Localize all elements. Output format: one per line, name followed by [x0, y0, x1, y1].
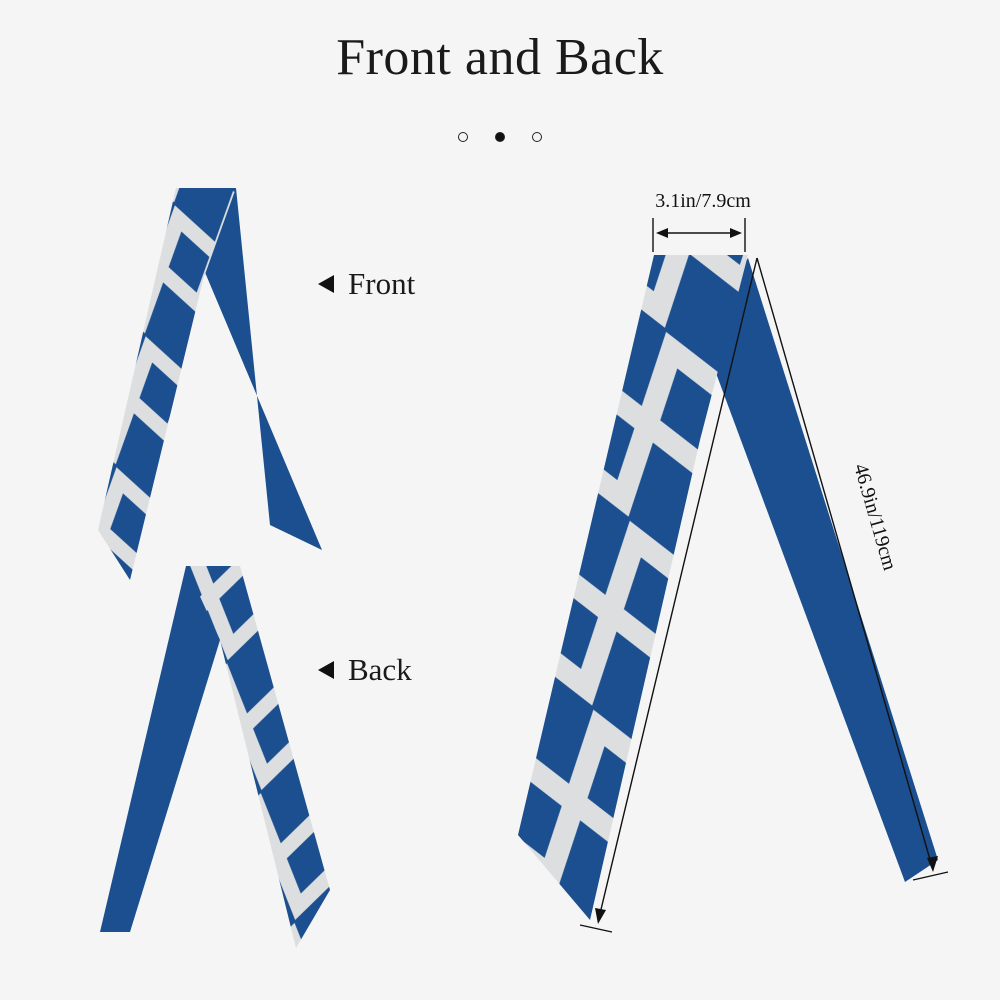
back-label-text: Back: [348, 652, 412, 687]
back-scarf: [100, 566, 330, 948]
large-scarf-front-strap: [518, 255, 748, 920]
back-label: Back: [318, 652, 412, 688]
back-scarf-back-strap: [186, 566, 330, 948]
back-scarf-front-strap: [100, 566, 225, 932]
carousel-dot-3[interactable]: [532, 132, 542, 142]
page-title: Front and Back: [336, 29, 664, 86]
length-dimension: [579, 257, 949, 933]
carousel-dot-2[interactable]: [495, 132, 505, 142]
carousel-dot-1[interactable]: [458, 132, 468, 142]
front-label-text: Front: [348, 266, 416, 301]
length-dimension-label: 46.9in/119cm: [849, 461, 901, 573]
large-scarf: [518, 255, 938, 920]
front-scarf-back-strap: [204, 188, 322, 550]
large-scarf-back-strap: [700, 258, 938, 882]
width-dimension-label: 3.1in/7.9cm: [655, 190, 751, 212]
left-triangle-icon: [318, 275, 334, 293]
front-scarf: [98, 188, 322, 580]
front-scarf-front-strap: [98, 188, 236, 580]
width-dimension: [652, 218, 746, 252]
carousel-indicator[interactable]: [458, 129, 542, 145]
front-label: Front: [318, 266, 415, 302]
left-triangle-icon: [318, 661, 334, 679]
